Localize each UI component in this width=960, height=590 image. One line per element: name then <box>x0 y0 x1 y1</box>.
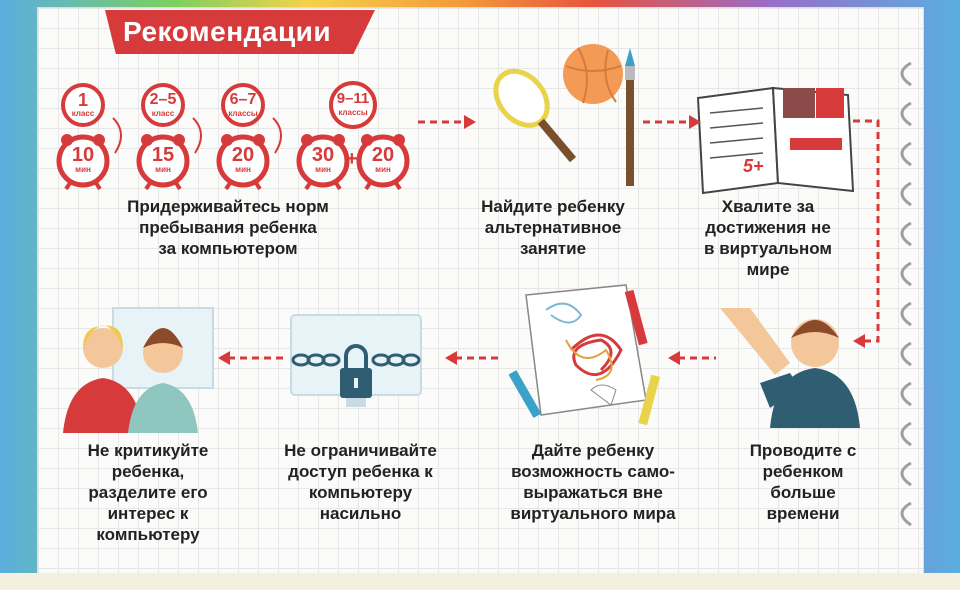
arrow-4 <box>668 351 716 365</box>
caption-selfexpress: Дайте ребенку возможность само- выражать… <box>510 441 676 523</box>
caption-nocriticize: Не критикуйте ребенка, разделите его инт… <box>87 441 209 544</box>
spiral-binding-icon <box>900 61 912 527</box>
alternative-activity-graphic <box>493 44 635 186</box>
alarm-clock-icon <box>219 83 267 189</box>
drawing-icon <box>508 284 661 426</box>
volleyball-icon <box>563 44 623 104</box>
parent-icon <box>760 319 860 428</box>
timer-grade-2: 2–5 класс <box>149 91 177 118</box>
lock-icon <box>340 344 372 398</box>
caption-alternative: Найдите ребенку альтернативное занятие <box>481 197 625 258</box>
arrow-6 <box>218 351 286 365</box>
alarm-clock-icon <box>139 83 187 189</box>
timer-min-3: 20 мин <box>231 144 255 174</box>
timer-min-4b: 20 мин <box>371 144 395 174</box>
timer-min-4a: 30 мин <box>311 144 335 174</box>
hand-icon <box>720 308 790 375</box>
diary-mark: 5+ <box>743 156 764 176</box>
page-title: Рекомендации <box>123 16 332 47</box>
timer-plus: + <box>346 148 358 170</box>
infographic-sheet: Рекомендации <box>38 8 923 573</box>
timer-min-2: 15 мин <box>151 144 175 174</box>
timers-graphic <box>53 81 413 193</box>
title-ribbon: Рекомендации <box>105 10 375 54</box>
alarm-clock-icon <box>299 81 407 189</box>
timer-grade-4: 9–11 классы <box>336 90 370 117</box>
caption-nolimit: Не ограничивайте доступ ребенка к компью… <box>284 441 437 523</box>
arrow-5 <box>445 351 503 365</box>
tennis-racket-icon <box>493 68 577 163</box>
arrow-2 <box>643 115 701 129</box>
diary-icon <box>696 86 855 195</box>
parent-graphic <box>720 308 860 428</box>
caption-norms: Придерживайтесь норм пребывания ребенка … <box>127 197 329 258</box>
pencil-icon <box>508 289 661 426</box>
paintbrush-icon <box>625 48 635 186</box>
caption-time: Проводите с ребенком больше времени <box>749 441 857 523</box>
locked-monitor-graphic <box>290 314 422 407</box>
arrow-1 <box>418 115 476 129</box>
bottom-strip <box>0 573 960 590</box>
alarm-clock-icon <box>59 83 107 189</box>
timer-min-1: 10 мин <box>71 144 95 174</box>
arrow-3 <box>853 119 880 348</box>
caption-praise: Хвалите за достижения не в виртуальном м… <box>704 197 832 279</box>
timer-grade-1: 1 класс <box>71 90 95 118</box>
timer-grade-3: 6–7 классы <box>228 91 258 118</box>
family-computer-graphic <box>63 307 214 433</box>
